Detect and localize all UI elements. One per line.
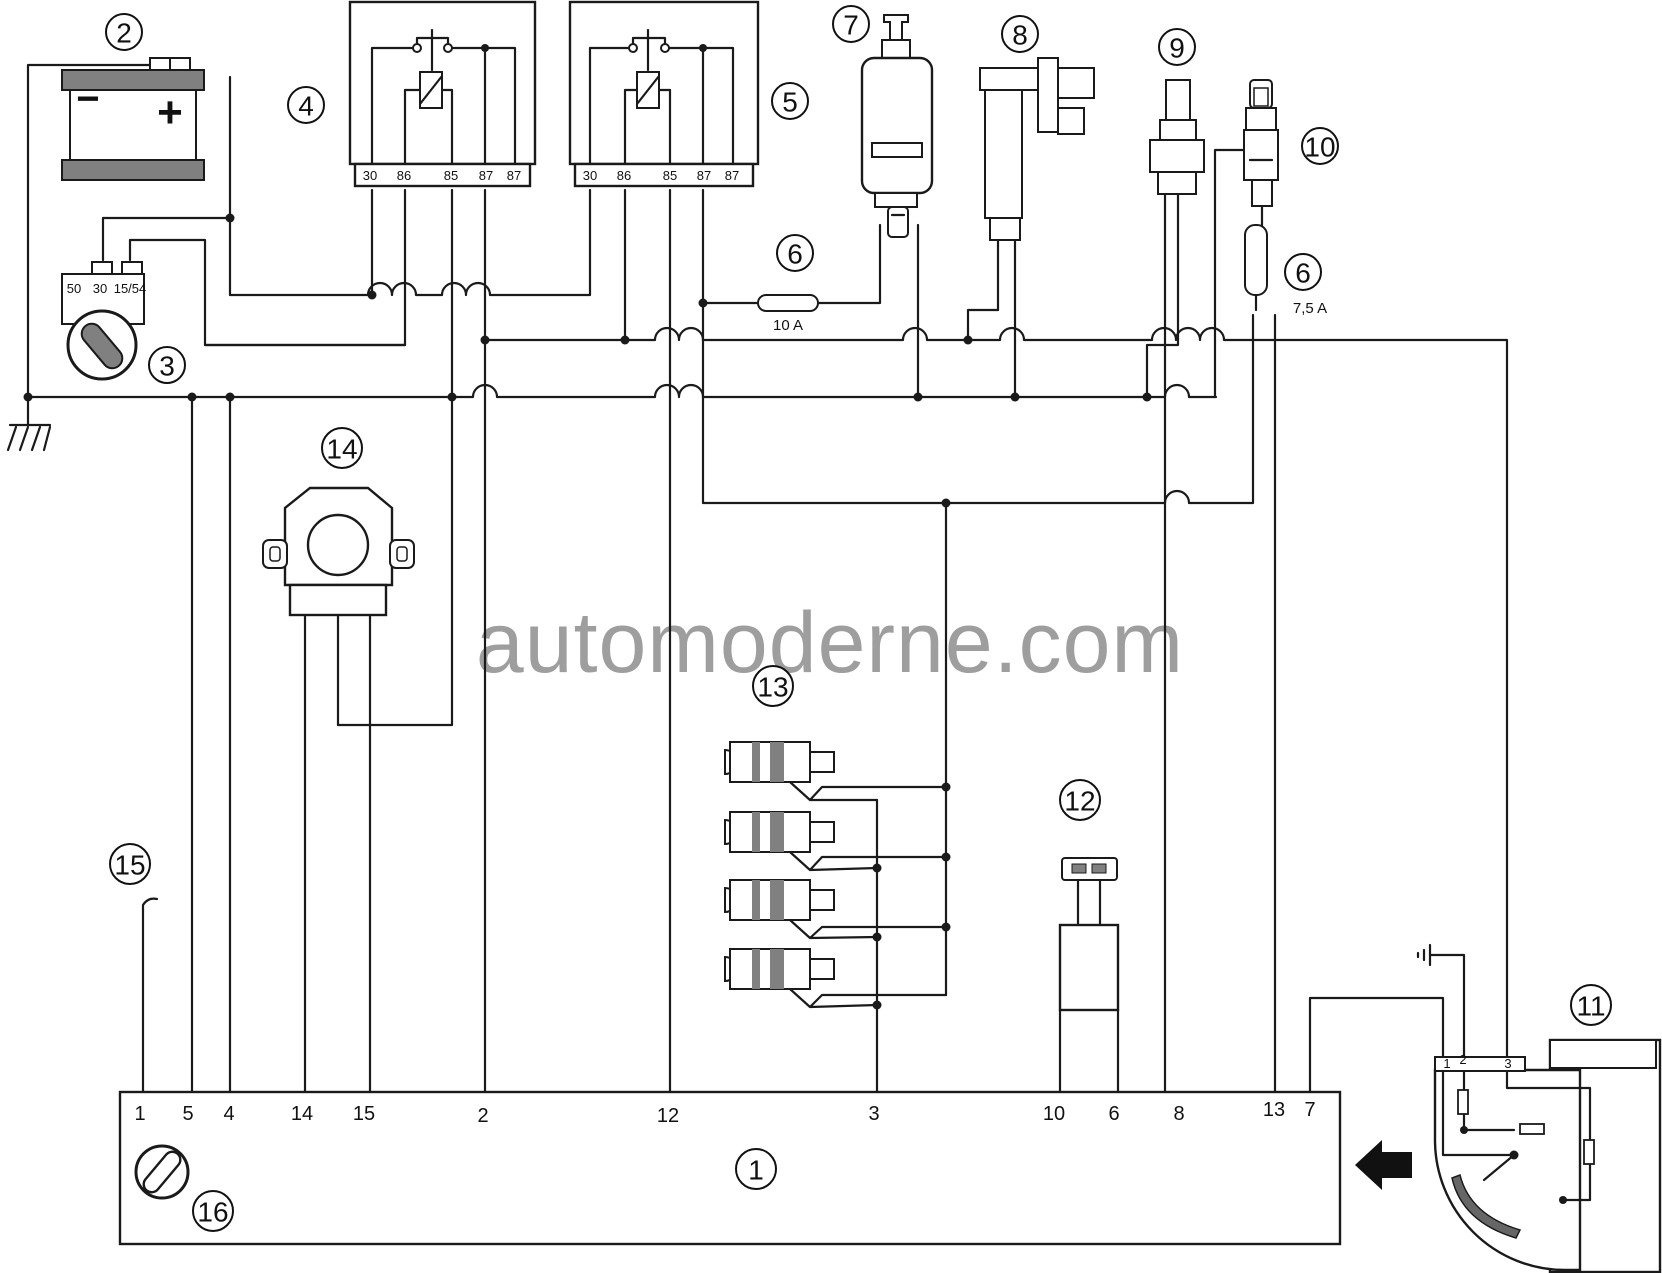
ignition-coil [262,486,415,617]
ecu-pin-15: 15 [353,1103,375,1125]
callout-11: 11 [1576,991,1605,1022]
battery-plus-label: + [157,88,183,137]
ecu-pin-8: 8 [1173,1103,1184,1125]
ecu-pin-6: 6 [1108,1103,1119,1125]
injector-2 [724,811,948,872]
callout-2: 2 [116,18,132,49]
callout-6b: 6 [1295,258,1311,289]
ignition-switch: 50 30 15/54 [61,261,147,381]
injector-1 [724,741,948,802]
relay-a-terminal-85: 85 [444,168,458,183]
relay-a-terminal-87b: 87 [507,168,521,183]
relay-a: 30 86 85 87 87 [348,0,537,188]
relay-b-terminal-86: 86 [617,168,631,183]
ecu-pin-4: 4 [223,1103,234,1125]
callout-8: 8 [1012,20,1028,51]
ecu-pin-13: 13 [1263,1099,1285,1121]
sensor-9 [1149,79,1205,195]
callout-15: 15 [114,850,145,881]
fuse-10a-rating: 10 A [773,317,803,334]
injector-3 [724,879,948,940]
junction-dots [23,213,1152,1010]
callout-9: 9 [1169,33,1185,64]
sensor-10 [1243,79,1279,207]
callout-4: 4 [298,91,314,122]
ecu-pin-2: 2 [477,1105,488,1127]
callout-1: 1 [748,1155,764,1186]
fuse-7-5a-rating: 7,5 A [1293,300,1327,317]
component-callouts: 2 3 4 5 6 6 7 8 9 10 11 12 13 14 15 16 1 [105,5,1612,1232]
callout-3: 3 [159,351,175,382]
ecu [118,1090,1342,1246]
fuse-10a: 10 A [757,294,819,334]
callout-5: 5 [782,87,798,118]
relay-a-terminal-86: 86 [397,168,411,183]
relay-b-terminal-30: 30 [583,168,597,183]
ecu-pin-10: 10 [1043,1103,1065,1125]
air-flow-meter: 1 2 3 [1433,1038,1662,1273]
ecu-pin-14: 14 [291,1103,313,1125]
arrow-icon [1355,1140,1412,1190]
relay-b-terminal-87a: 87 [697,168,711,183]
fuse-7-5a: 7,5 A [1244,224,1327,317]
ecu-pin-1: 1 [134,1103,145,1125]
relay-a-terminal-87a: 87 [479,168,493,183]
ignition-terminal-15-54: 15/54 [114,281,147,296]
ecu-pin-labels: 1 5 4 14 15 2 12 3 10 6 8 13 7 [134,1099,1315,1127]
fuel-pump [860,14,934,238]
ignition-terminal-50: 50 [67,281,81,296]
callout-13: 13 [757,672,788,703]
relay-b-terminal-85: 85 [663,168,677,183]
relay-b-terminal-87b: 87 [725,168,739,183]
ignition-terminal-30: 30 [93,281,107,296]
afm-pin-1: 1 [1443,1056,1450,1071]
relay-a-terminal-30: 30 [363,168,377,183]
battery-minus-label: − [76,77,99,121]
relay-b: 30 86 85 87 87 [568,0,760,188]
callout-12: 12 [1064,786,1095,817]
idle-valve [979,57,1095,241]
callout-14: 14 [326,434,357,465]
callout-6a: 6 [787,239,803,270]
watermark-text: automoderne.com [476,595,1184,691]
battery: − + [61,57,205,181]
connector-12 [1058,857,1120,1012]
injectors [724,741,948,1009]
ecu-pin-12: 12 [657,1105,679,1127]
afm-pin-3: 3 [1504,1056,1511,1071]
afm-pin-2: 2 [1459,1052,1466,1067]
callout-7: 7 [843,10,859,41]
injector-4 [724,948,948,1009]
ecu-pin-5: 5 [182,1103,193,1125]
ecu-pin-7: 7 [1304,1099,1315,1121]
callout-10: 10 [1304,132,1335,163]
callout-16: 16 [197,1197,228,1228]
ecu-pin-3: 3 [868,1103,879,1125]
